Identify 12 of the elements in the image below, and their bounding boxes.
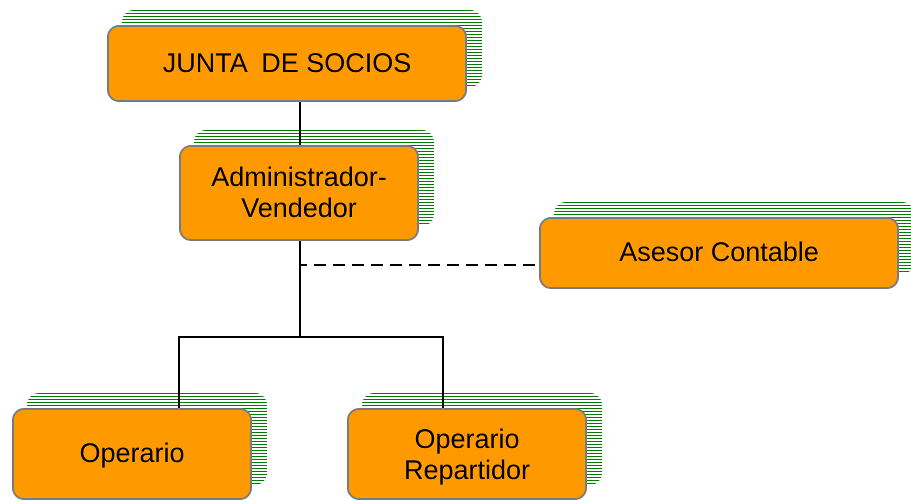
org-box <box>347 408 587 500</box>
box-label: JUNTA DE SOCIOS <box>162 48 412 80</box>
connector-line <box>299 102 301 145</box>
org-box <box>107 25 467 102</box>
box-label: Operario Repartidor <box>402 424 532 486</box>
org-box <box>12 408 252 500</box>
box-label: Asesor Contable <box>619 237 819 269</box>
connector-line <box>299 241 444 408</box>
org-box <box>179 145 419 241</box>
box-label: Administrador- Vendedor <box>210 162 388 224</box>
box-label: Operario <box>79 438 185 470</box>
org-box <box>539 217 899 289</box>
